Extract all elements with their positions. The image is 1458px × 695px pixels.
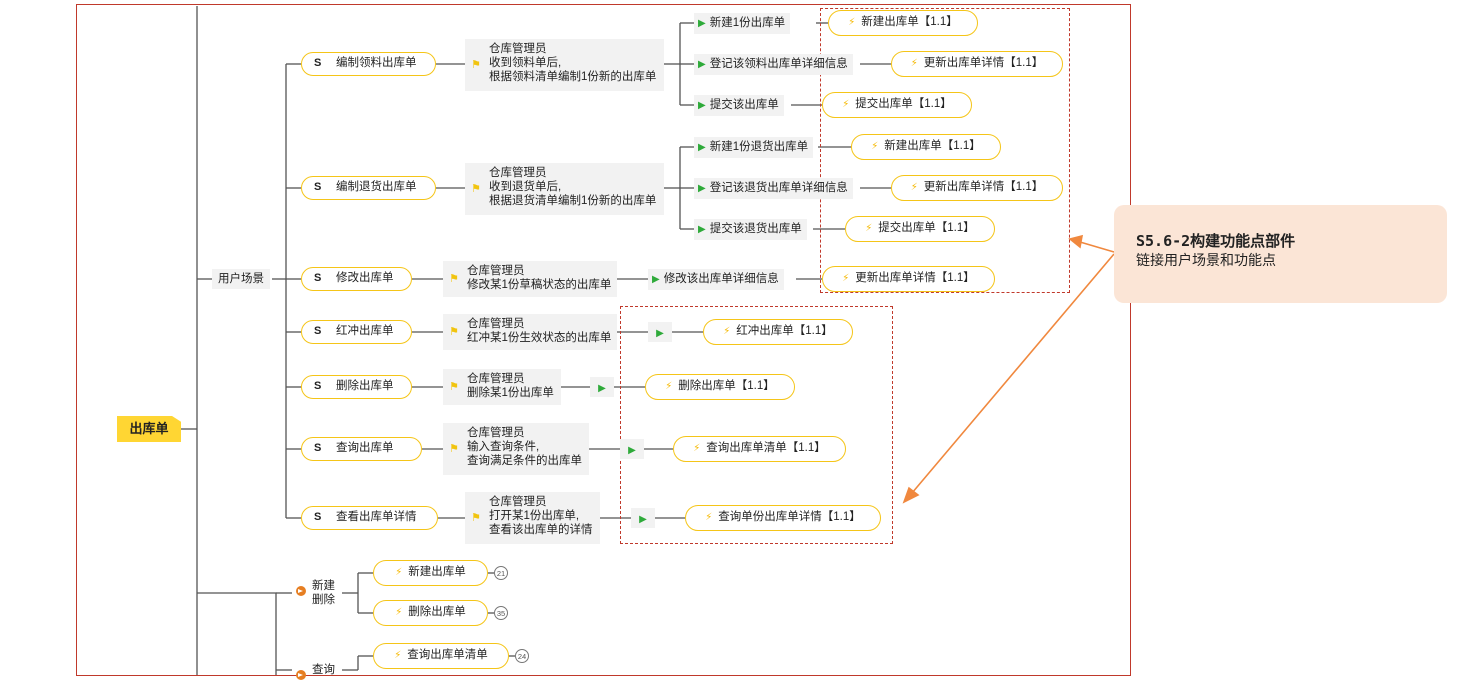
function-point-2-2[interactable]: ⚡更新出库单详情【1.1】	[891, 175, 1063, 201]
lightning-icon: ⚡	[910, 58, 918, 69]
lightning-icon: ⚡	[693, 443, 701, 454]
lightning-icon: ⚡	[395, 607, 403, 618]
scenario-note-5[interactable]: ⚑仓库管理员 删除某1份出库单	[443, 369, 561, 405]
function-point-2-1[interactable]: ⚡新建出库单【1.1】	[851, 134, 1001, 160]
function-point-3-1[interactable]: ⚡更新出库单详情【1.1】	[822, 266, 995, 292]
action-node-5-1[interactable]: ▶	[590, 377, 614, 397]
lightning-icon: ⚡	[910, 182, 918, 193]
lightning-icon: ⚡	[395, 567, 403, 578]
callout-title: S5.6-2构建功能点部件	[1136, 232, 1296, 250]
group-function-create[interactable]: ⚡新建出库单	[373, 560, 488, 586]
function-point-1-1[interactable]: ⚡新建出库单【1.1】	[828, 10, 978, 36]
action-node-3-1[interactable]: ▶修改该出库单详细信息	[648, 269, 784, 290]
play-icon: ▶	[698, 59, 706, 70]
group-function-delete[interactable]: ⚡删除出库单	[373, 600, 488, 626]
flag-icon: ⚑	[449, 273, 459, 285]
action-node-1-2[interactable]: ▶登记该领料出库单详细信息	[694, 54, 853, 75]
function-point-6-1[interactable]: ⚡查询出库单清单【1.1】	[673, 436, 846, 462]
scenario-note-1[interactable]: ⚑仓库管理员 收到领料单后, 根据领料清单编制1份新的出库单	[465, 39, 664, 91]
callout-subtitle: 链接用户场景和功能点	[1136, 253, 1276, 269]
play-icon: ▶	[698, 18, 706, 29]
flag-icon: ⚑	[449, 381, 459, 393]
lightning-icon: ⚡	[848, 17, 856, 28]
lightning-icon: ⚡	[871, 141, 879, 152]
function-point-1-2[interactable]: ⚡更新出库单详情【1.1】	[891, 51, 1063, 77]
play-icon: ▶	[698, 100, 706, 111]
action-node-6-1[interactable]: ▶	[620, 439, 644, 459]
flag-icon: ⚑	[471, 512, 481, 524]
function-point-7-1[interactable]: ⚡查询单份出库单详情【1.1】	[685, 505, 881, 531]
flag-icon: ⚑	[471, 59, 481, 71]
s-badge: S	[314, 181, 322, 193]
arrow-circle-icon	[296, 670, 306, 680]
action-node-4-1[interactable]: ▶	[648, 322, 672, 342]
action-node-1-1[interactable]: ▶新建1份出库单	[694, 13, 791, 34]
function-point-5-1[interactable]: ⚡删除出库单【1.1】	[645, 374, 795, 400]
s-badge: S	[314, 511, 322, 523]
branch-user-scenarios[interactable]: 用户场景	[212, 269, 270, 289]
action-node-2-1[interactable]: ▶新建1份退货出库单	[694, 137, 814, 158]
diagram-frame	[76, 4, 1131, 676]
s-badge: S	[314, 442, 322, 454]
flag-icon: ⚑	[449, 326, 459, 338]
function-point-2-3[interactable]: ⚡提交出库单【1.1】	[845, 216, 995, 242]
lightning-icon: ⚡	[842, 273, 850, 284]
lightning-icon: ⚡	[842, 99, 850, 110]
play-icon: ▶	[652, 274, 660, 285]
s-badge: S	[314, 380, 322, 392]
highlight-box-top	[820, 8, 1070, 293]
play-icon: ▶	[698, 183, 706, 194]
play-icon: ▶	[698, 142, 706, 153]
play-icon: ▶	[656, 328, 664, 339]
action-node-7-1[interactable]: ▶	[631, 508, 655, 528]
scenario-note-7[interactable]: ⚑仓库管理员 打开某1份出库单, 查看该出库单的详情	[465, 492, 600, 544]
group-query[interactable]: 查询	[296, 663, 335, 680]
flag-icon: ⚑	[449, 443, 459, 455]
play-icon: ▶	[628, 445, 636, 456]
function-point-1-3[interactable]: ⚡提交出库单【1.1】	[822, 92, 972, 118]
s-badge: S	[314, 272, 322, 284]
reference-count-badge: 35	[494, 606, 508, 620]
group-create-delete[interactable]: 新建 删除	[296, 579, 335, 607]
action-node-2-3[interactable]: ▶提交该退货出库单	[694, 219, 807, 240]
play-icon: ▶	[698, 224, 706, 235]
function-point-4-1[interactable]: ⚡红冲出库单【1.1】	[703, 319, 853, 345]
action-node-2-2[interactable]: ▶登记该退货出库单详细信息	[694, 178, 853, 199]
lightning-icon: ⚡	[665, 381, 673, 392]
flag-icon: ⚑	[471, 183, 481, 195]
scenario-note-2[interactable]: ⚑仓库管理员 收到退货单后, 根据退货清单编制1份新的出库单	[465, 163, 664, 215]
lightning-icon: ⚡	[865, 223, 873, 234]
root-node[interactable]: 出库单	[117, 416, 181, 442]
lightning-icon: ⚡	[723, 326, 731, 337]
scenario-note-3[interactable]: ⚑仓库管理员 修改某1份草稿状态的出库单	[443, 261, 617, 297]
group-function-query[interactable]: ⚡查询出库单清单	[373, 643, 509, 669]
annotation-callout: S5.6-2构建功能点部件 链接用户场景和功能点	[1114, 205, 1447, 303]
arrow-circle-icon	[296, 586, 306, 596]
lightning-icon: ⚡	[705, 512, 713, 523]
reference-count-badge: 21	[494, 566, 508, 580]
s-badge: S	[314, 57, 322, 69]
reference-count-badge: 24	[515, 649, 529, 663]
scenario-note-6[interactable]: ⚑仓库管理员 输入查询条件, 查询满足条件的出库单	[443, 423, 589, 475]
play-icon: ▶	[598, 383, 606, 394]
action-node-1-3[interactable]: ▶提交该出库单	[694, 95, 784, 116]
highlight-box-bottom	[620, 306, 893, 544]
s-badge: S	[314, 325, 322, 337]
scenario-note-4[interactable]: ⚑仓库管理员 红冲某1份生效状态的出库单	[443, 314, 617, 350]
lightning-icon: ⚡	[394, 650, 402, 661]
play-icon: ▶	[639, 514, 647, 525]
